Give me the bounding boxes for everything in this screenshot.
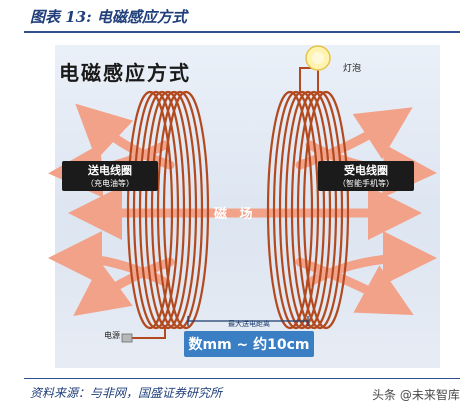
transmission-distance: 最大送电距离 数mm ~ 约10cm (184, 319, 314, 357)
source-note: 资料来源：与非网，国盛证券研究所 (30, 386, 223, 400)
receiver-coil-name: 受电线圈 (344, 164, 388, 177)
lamp-label: 灯泡 (343, 64, 362, 74)
lamp-wire (299, 67, 319, 92)
magnetic-field-label: 磁 场 (214, 207, 257, 222)
figure-caption: 图表 13: 电磁感应方式 (30, 8, 187, 26)
power-label: 电源 (104, 331, 120, 340)
sender-coil-label: 送电线圈 （充电油等） (62, 161, 158, 191)
distance-title: 最大送电距离 (228, 320, 270, 328)
sender-coil-name: 送电线圈 (88, 164, 132, 177)
field-arrow-left-upper (75, 103, 175, 170)
receiver-coil-example: （智能手机等） (338, 179, 394, 188)
sender-coil (126, 90, 210, 330)
distance-bracket (187, 316, 309, 326)
distance-value: 数mm ~ 约10cm (184, 331, 314, 357)
power-wire (128, 325, 166, 339)
coil-wires (128, 67, 319, 339)
caption-divider (24, 31, 460, 33)
sender-coil-example: （充电油等） (86, 179, 134, 188)
diagram-title: 电磁感应方式 (59, 61, 191, 85)
receiver-coil-label: 受电线圈 （智能手机等） (318, 161, 414, 191)
source-divider (24, 378, 460, 379)
watermark: 头条 @未来智库 (372, 388, 460, 402)
receiver-coil (266, 90, 350, 330)
power-plug-icon (121, 333, 133, 343)
light-bulb-icon (305, 45, 331, 71)
